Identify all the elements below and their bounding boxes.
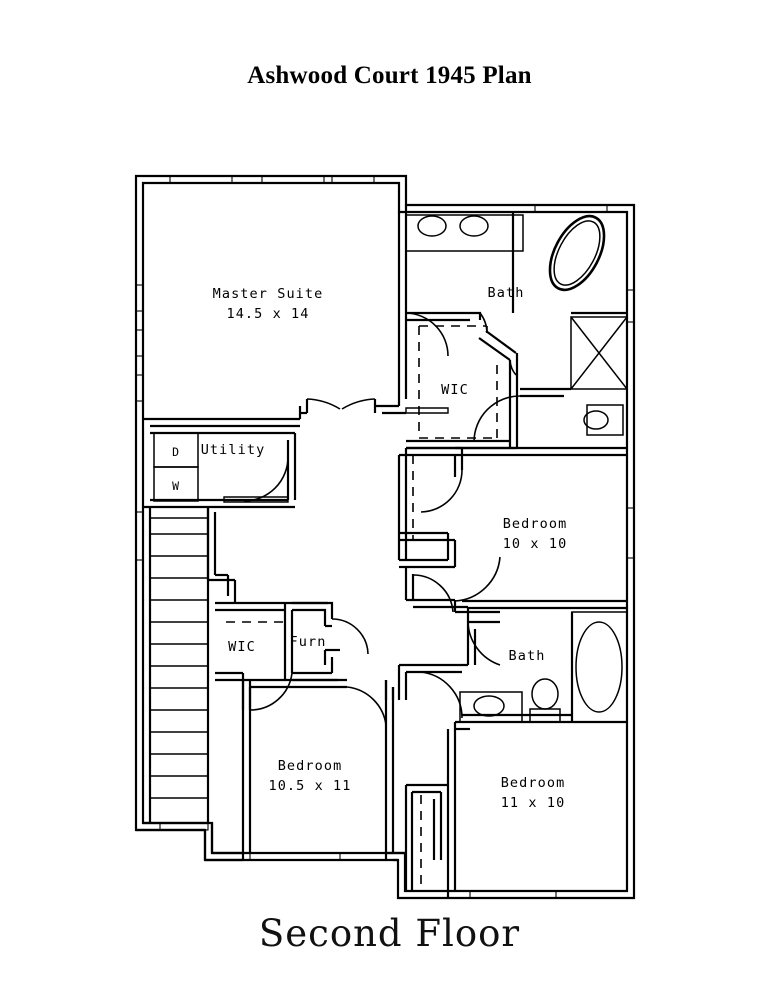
bedroom-4-door[interactable] bbox=[419, 671, 463, 719]
room-utility: D W Utility bbox=[143, 431, 297, 509]
linen-closet-door[interactable] bbox=[420, 469, 463, 513]
room-furnace: Furn bbox=[290, 601, 369, 682]
room-hall-bath: Bath bbox=[455, 611, 628, 724]
room-master-wic: WIC bbox=[406, 311, 519, 450]
vanity-sink-fixture bbox=[459, 691, 523, 723]
master-suite-label-group: Master Suite 14.5 x 14 bbox=[213, 286, 324, 322]
hall-closet-door[interactable] bbox=[412, 574, 454, 613]
washer-dryer-stack: D W bbox=[153, 432, 199, 502]
room-bedroom-10x10: Bedroom 10 x 10 bbox=[454, 446, 627, 610]
label-utility: Utility bbox=[201, 442, 266, 458]
hallway-walls bbox=[397, 446, 501, 719]
label-furnace: Furn bbox=[290, 634, 327, 650]
label-hall-bath: Bath bbox=[509, 648, 546, 664]
utility-door[interactable] bbox=[223, 456, 289, 503]
master-suite-double-doors[interactable] bbox=[306, 398, 376, 410]
dim-master-suite: 14.5 x 14 bbox=[226, 306, 309, 322]
oval-tub-fixture bbox=[571, 611, 628, 723]
floor-caption: Second Floor bbox=[258, 912, 521, 955]
label-hall-wic: WIC bbox=[228, 639, 256, 655]
master-wic-doors[interactable] bbox=[479, 312, 517, 376]
page-title: Ashwood Court 1945 Plan bbox=[247, 62, 532, 89]
label-washer: W bbox=[172, 479, 180, 493]
toilet-fixture bbox=[583, 404, 624, 436]
bedroom-3-door[interactable] bbox=[346, 680, 395, 726]
bedroom-2-door[interactable] bbox=[454, 556, 501, 602]
room-bedroom-10-5x11: Bedroom 10.5 x 11 bbox=[241, 678, 395, 860]
misc-wall-connectors bbox=[136, 821, 405, 862]
double-vanity-sink-fixture bbox=[405, 214, 524, 252]
furnace-door[interactable] bbox=[331, 618, 369, 655]
dim-bedroom-2: 10 x 10 bbox=[503, 536, 568, 552]
master-bath-door[interactable] bbox=[405, 312, 449, 414]
label-bedroom-2: Bedroom bbox=[503, 516, 568, 532]
label-bedroom-3: Bedroom bbox=[278, 758, 343, 774]
staircase bbox=[148, 507, 237, 823]
label-bedroom-4: Bedroom bbox=[501, 775, 566, 791]
label-master-bath: Bath bbox=[488, 285, 525, 301]
room-hall-wic: WIC bbox=[215, 601, 328, 711]
shower-stall-fixture bbox=[570, 311, 628, 390]
label-master-wic: WIC bbox=[441, 382, 469, 398]
oval-soaking-tub-fixture bbox=[548, 214, 606, 292]
bath-hall-door[interactable] bbox=[473, 395, 521, 443]
hall-bath-door[interactable] bbox=[466, 621, 501, 666]
label-master-suite: Master Suite bbox=[213, 286, 324, 302]
room-bedroom-11x10: Bedroom 11 x 10 bbox=[404, 722, 566, 898]
dim-bedroom-4: 11 x 10 bbox=[501, 795, 566, 811]
label-dryer: D bbox=[172, 445, 180, 459]
dim-bedroom-3: 10.5 x 11 bbox=[268, 778, 351, 794]
